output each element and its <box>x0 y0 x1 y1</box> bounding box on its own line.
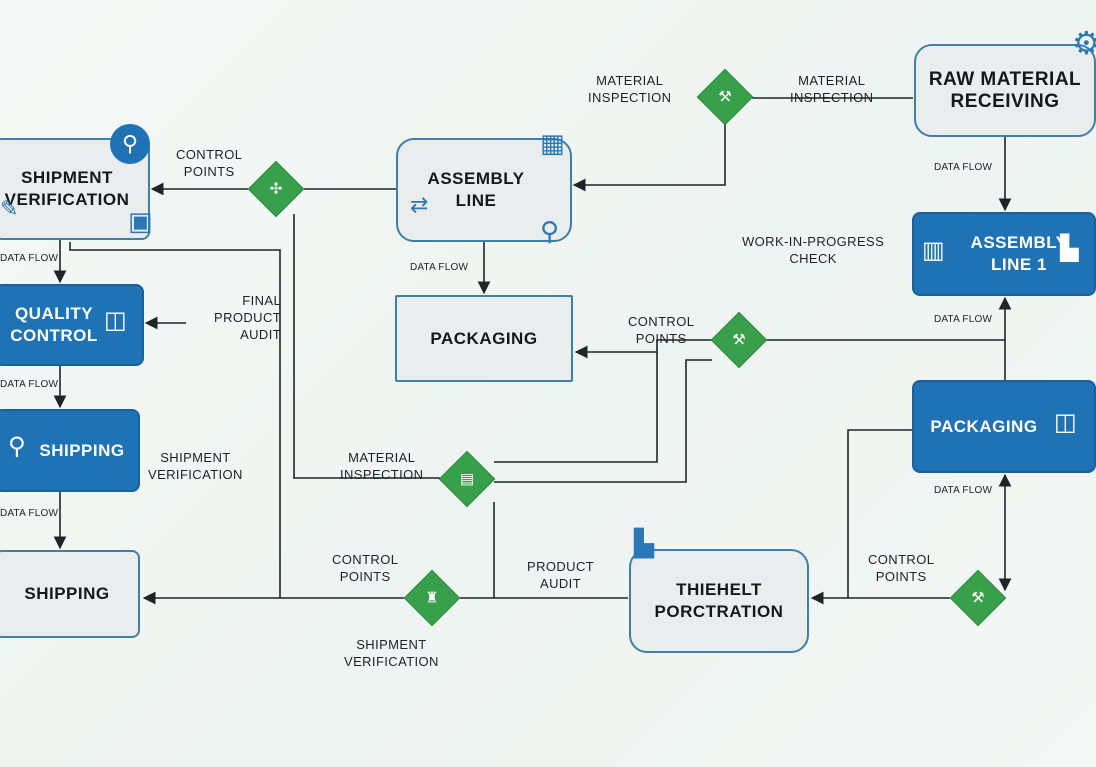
data-flow-label-center: DATA FLOW <box>410 262 469 273</box>
tool-icon: ⚒ <box>718 88 732 106</box>
document-icon: ▤ <box>459 470 475 488</box>
material-inspection-label-top: MATERIAL INSPECTION <box>588 73 672 105</box>
data-flow-label-right-mid: DATA FLOW <box>934 314 993 325</box>
shipping-node-blue[interactable]: SHIPPING <box>0 409 140 492</box>
final-product-audit-label: FINAL PRODUCT AUDIT <box>214 293 282 342</box>
pallet-icon: ▥ <box>922 237 945 264</box>
product-audit-label: PRODUCT AUDIT <box>527 559 595 591</box>
control-points-label-top-left: CONTROL POINTS <box>176 147 243 179</box>
connector-inspection-to-packaging-center <box>494 352 658 463</box>
forklift-icon: ▣ <box>128 206 153 236</box>
gear-icon: ⚙ <box>1072 25 1096 61</box>
packaging-node[interactable]: PACKAGING <box>395 295 573 382</box>
material-inspection-label-center: MATERIAL INSPECTION <box>340 450 424 482</box>
forklift-icon: ▙ <box>1060 235 1079 262</box>
data-flow-label-left-2: DATA FLOW <box>0 379 59 390</box>
data-flow-label-left-1: DATA FLOW <box>0 253 59 264</box>
connector-control-to-packaging <box>574 339 712 359</box>
control-points-label-bottom-left: CONTROL POINTS <box>332 552 399 584</box>
data-flow-label-right-low: DATA FLOW <box>934 485 993 496</box>
raw-material-receiving-node[interactable]: RAW MATERIAL RECEIVING <box>914 44 1096 137</box>
tool-icon: ⚒ <box>732 331 746 349</box>
worker-icon: ♜ <box>425 589 439 607</box>
assembly-line-node[interactable]: ASSEMBLY LINE <box>396 138 572 242</box>
connector-shipment-loop <box>69 242 281 598</box>
thiehelt-porctration-node[interactable]: THIEHELT PORCTRATION <box>629 549 809 653</box>
transfer-icon: ⇄ <box>410 192 429 217</box>
fan-icon: ✣ <box>269 180 283 198</box>
control-points-label-bottom-right: CONTROL POINTS <box>868 552 935 584</box>
data-flow-label-left-3: DATA FLOW <box>0 508 59 519</box>
wrench-icon: ✎ <box>0 196 19 221</box>
connector-inspection-to-control <box>494 359 712 483</box>
forklift-icon: ▙ <box>634 528 654 558</box>
connector-inspection-to-assembly <box>572 124 726 192</box>
quality-control-node[interactable]: QUALITY CONTROL <box>0 284 144 366</box>
box-icon: ◫ <box>1054 409 1077 436</box>
magnifier-icon: ⚲ <box>540 216 560 246</box>
connector-control-loop <box>293 214 440 479</box>
material-inspection-label-right: MATERIAL INSPECTION <box>790 73 874 105</box>
magnifier-icon: ⚲ <box>8 433 26 460</box>
magnifier-icon: ⚲ <box>110 124 150 164</box>
shipment-verification-label-left: SHIPMENT VERIFICATION <box>148 450 243 482</box>
shipping-node[interactable]: SHIPPING <box>0 550 140 638</box>
tool-icon: ⚒ <box>971 589 985 607</box>
connector-packaging-right-loop <box>847 429 912 598</box>
assembly-line-1-node[interactable]: ASSEMBLY LINE 1 <box>912 212 1096 296</box>
data-flow-label-right-top: DATA FLOW <box>934 162 993 173</box>
work-in-progress-check-label: WORK-IN-PROGRESS CHECK <box>742 234 885 266</box>
shipment-verification-label-bottom: SHIPMENT VERIFICATION <box>344 637 439 669</box>
control-points-label-center: CONTROL POINTS <box>628 314 695 346</box>
checklist-icon: ▦ <box>540 128 565 158</box>
box-icon: ◫ <box>104 307 127 334</box>
packaging-right-node[interactable]: PACKAGING <box>912 380 1096 473</box>
